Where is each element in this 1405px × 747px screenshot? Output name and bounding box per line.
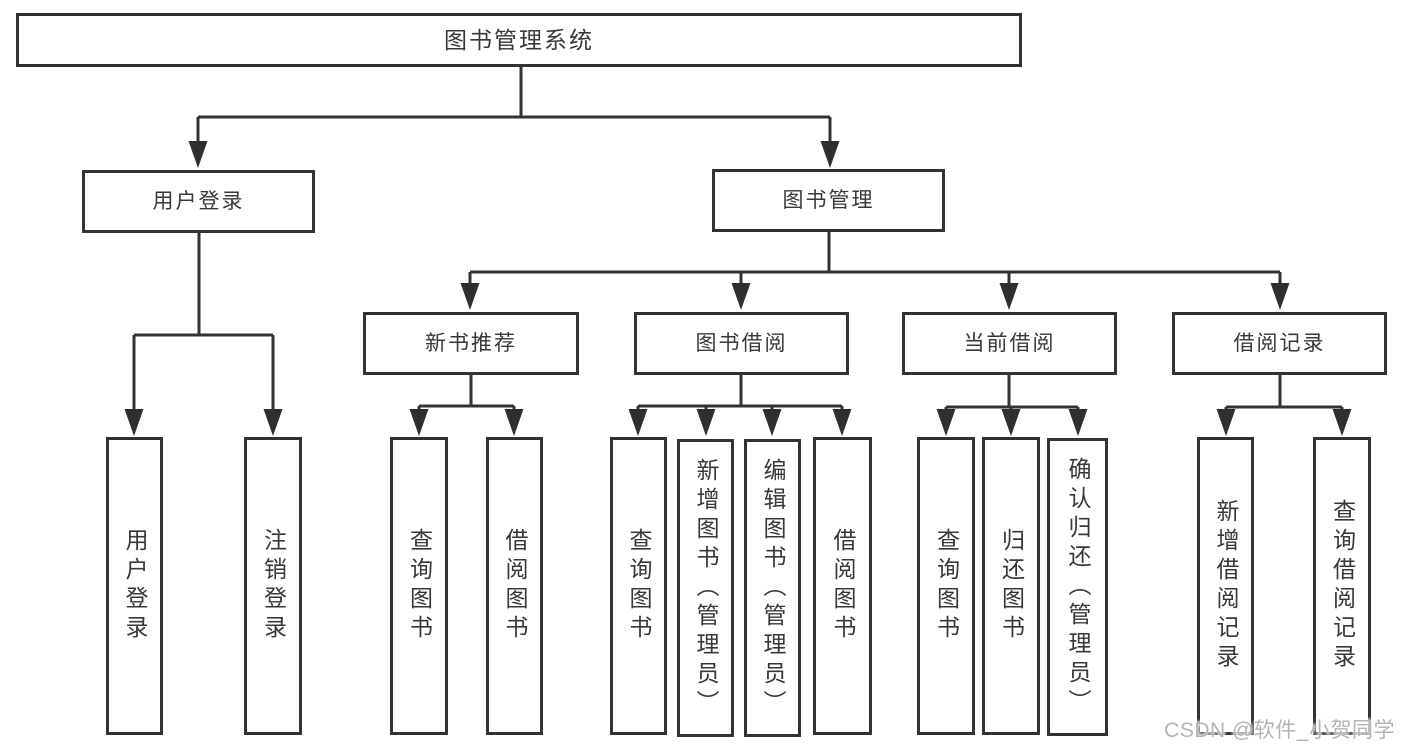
- leaf-borrow-books-1: 借阅图书: [486, 437, 543, 735]
- leaf-add-borrow-record: 新增借阅记录: [1197, 437, 1254, 735]
- node-root: 图书管理系统: [16, 13, 1022, 67]
- leaf-logout: 注销登录: [244, 437, 302, 735]
- leaf-return-book: 归还图书: [982, 437, 1040, 735]
- node-new-book-recommend: 新书推荐: [363, 312, 579, 375]
- node-user-login: 用户登录: [82, 170, 315, 233]
- watermark-text: CSDN @软件_小贺同学: [1164, 719, 1395, 742]
- leaf-query-books-1: 查询图书: [390, 437, 448, 735]
- arrowhead-icons: [124, 141, 1352, 436]
- node-borrow-records: 借阅记录: [1172, 312, 1387, 375]
- leaf-query-borrow-record: 查询借阅记录: [1313, 437, 1371, 735]
- leaf-query-books-3: 查询图书: [917, 437, 975, 735]
- leaf-query-books-2: 查询图书: [610, 437, 667, 735]
- leaf-user-login: 用户登录: [106, 437, 163, 735]
- node-book-management: 图书管理: [712, 169, 945, 232]
- leaf-borrow-books-2: 借阅图书: [813, 437, 872, 735]
- leaf-confirm-return-admin: 确认归还（管理员）: [1047, 438, 1108, 736]
- leaf-edit-book-admin: 编辑图书（管理员）: [744, 439, 801, 737]
- node-current-borrow: 当前借阅: [902, 312, 1117, 375]
- node-book-borrow: 图书借阅: [634, 312, 849, 375]
- leaf-add-book-admin: 新增图书（管理员）: [677, 439, 734, 737]
